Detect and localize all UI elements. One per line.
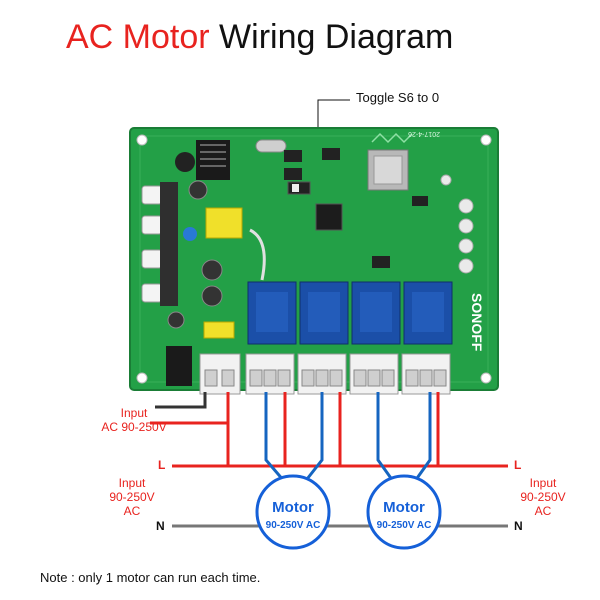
n-label-left: N xyxy=(156,519,165,533)
mount-hole xyxy=(136,372,148,384)
capacitor xyxy=(201,259,223,281)
capacitor xyxy=(201,285,223,307)
antenna-coil xyxy=(196,140,230,180)
input-right-label-line3: AC xyxy=(534,504,552,518)
input-left-label-line3: AC xyxy=(123,504,141,518)
l-label-right: L xyxy=(514,458,522,472)
relay-bank xyxy=(247,281,453,345)
crystal xyxy=(255,139,287,153)
input-right-label: Input 90-250V AC xyxy=(508,476,578,518)
title-wiring-diagram: Wiring Diagram xyxy=(219,18,454,56)
inductor xyxy=(175,152,195,172)
input-wire-neutral xyxy=(155,392,207,409)
ic-chip xyxy=(412,196,428,206)
right-leds xyxy=(440,174,474,274)
page-title: AC Motor Wiring Diagram xyxy=(66,18,453,57)
input-right-label-line1: Input xyxy=(529,476,557,490)
n-label-right: N xyxy=(514,519,523,533)
board-trace xyxy=(249,228,266,281)
yellow-capacitor xyxy=(203,321,235,339)
input-top-label-line1: Input xyxy=(120,406,148,420)
ic-chip xyxy=(284,168,302,180)
left-buttons xyxy=(141,182,178,306)
note-text: Note : only 1 motor can run each time. xyxy=(40,570,261,585)
ic-chip xyxy=(372,256,390,268)
input-top-label: Input AC 90-250V xyxy=(84,406,184,434)
pcb-board xyxy=(129,127,499,395)
mount-hole xyxy=(136,134,148,146)
board-brand: SONOFF xyxy=(469,293,485,352)
mcu-chip xyxy=(315,203,343,231)
blue-capacitor xyxy=(183,227,197,241)
blue-wire-m2-b xyxy=(408,392,432,489)
mount-hole xyxy=(480,372,492,384)
board-date: 2017-4-26 xyxy=(408,130,440,137)
blue-wire-m1-b xyxy=(298,392,324,489)
input-top-label-line2: AC 90-250V xyxy=(101,420,167,434)
mount-hole xyxy=(480,134,492,146)
input-left-label-line1: Input xyxy=(118,476,146,490)
toggle-callout-label: Toggle S6 to 0 xyxy=(356,90,440,105)
capacitor xyxy=(188,180,208,200)
blue-wire-m2-a xyxy=(376,392,400,489)
input-left-label: Input 90-250V AC xyxy=(92,476,172,518)
motor-1-circle xyxy=(255,474,331,550)
s6-toggle-knob xyxy=(292,184,299,192)
title-ac-motor: AC Motor xyxy=(66,18,210,56)
motor-1-name: Motor xyxy=(272,499,314,516)
ic-chip xyxy=(284,150,302,162)
input-left-label-line2: 90-250V xyxy=(109,490,155,504)
pcb-antenna xyxy=(371,132,413,144)
capacitor xyxy=(167,311,185,329)
input-right-label-line2: 90-250V xyxy=(520,490,566,504)
motor-2-rating: 90-250V AC xyxy=(377,520,432,531)
l-label-left: L xyxy=(158,458,166,472)
motor-2-circle xyxy=(366,474,442,550)
power-jack xyxy=(166,346,192,386)
ic-chip xyxy=(322,148,340,160)
motor-2-name: Motor xyxy=(383,499,425,516)
terminal-blocks xyxy=(199,353,451,395)
motor-1-rating: 90-250V AC xyxy=(266,520,321,531)
transformer xyxy=(205,207,243,239)
